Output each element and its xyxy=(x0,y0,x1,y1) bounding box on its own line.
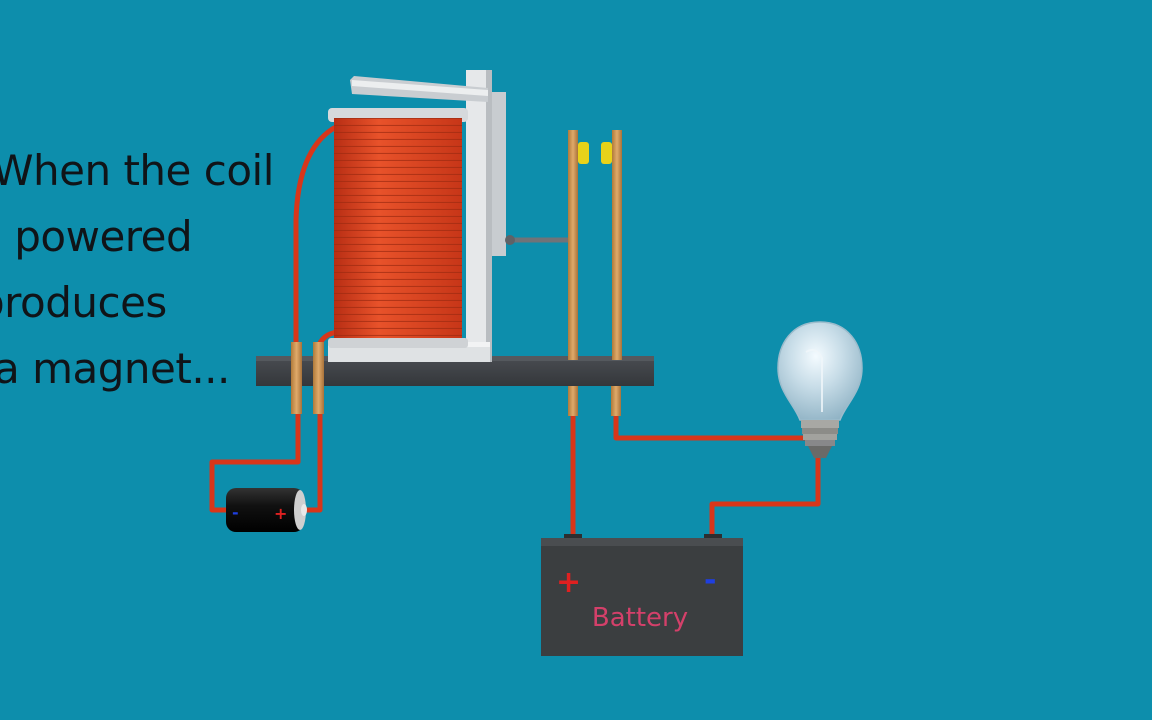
relay-coil-icon xyxy=(328,108,468,348)
caption-line-3: produces xyxy=(0,278,167,327)
cell-minus-sign: - xyxy=(232,503,239,522)
caption-line-1: When the coil xyxy=(0,146,274,195)
cell-battery-icon: - + xyxy=(226,488,307,532)
wires xyxy=(209,125,821,543)
terminal-pins xyxy=(291,342,621,416)
cell-wire-left xyxy=(209,407,301,513)
battery-icon: + - Battery xyxy=(541,534,743,656)
cell-wire-right xyxy=(303,407,323,513)
relay-contacts xyxy=(568,130,622,360)
battery-minus-wire xyxy=(709,453,821,543)
caption-text: When the coil s powered produces a magne… xyxy=(0,138,300,402)
cell-plus-sign: + xyxy=(274,504,287,523)
caption-line-2: s powered xyxy=(0,212,193,261)
lightbulb-icon xyxy=(777,321,863,458)
battery-label: Battery xyxy=(592,603,688,633)
battery-plus-sign: + xyxy=(556,565,581,600)
battery-minus-sign: - xyxy=(704,563,716,598)
caption-line-4: a magnet... xyxy=(0,344,230,393)
coil-lead-wire xyxy=(293,125,337,348)
armature-icon xyxy=(350,76,570,245)
bulb-wire xyxy=(613,409,809,441)
